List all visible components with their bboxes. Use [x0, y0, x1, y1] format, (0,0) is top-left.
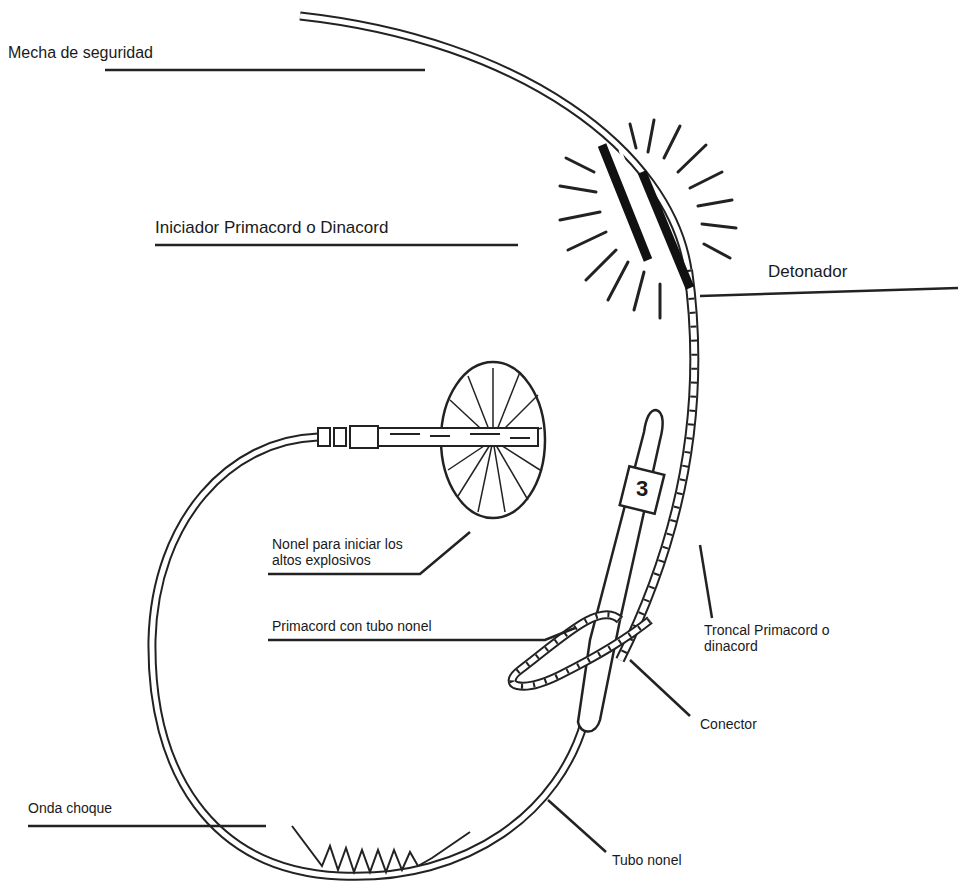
part-label: Conector: [700, 716, 757, 732]
primacord-loop: [512, 615, 650, 687]
part-label: Nonel para iniciar los altos explosivos: [272, 536, 422, 568]
part-label: Iniciador Primacord o Dinacord: [155, 218, 388, 238]
part-label: Onda choque: [28, 800, 112, 816]
part-label: Tubo nonel: [612, 852, 682, 868]
detonator: [602, 145, 690, 288]
connector: [578, 410, 664, 732]
leader-lines: [28, 70, 958, 852]
part-label: Troncal Primacord o dinacord: [704, 622, 844, 654]
nonel-detonator: [318, 426, 538, 448]
burst-lines: [560, 120, 736, 318]
part-label: Detonador: [768, 262, 847, 282]
part-label: Mecha de seguridad: [8, 44, 153, 62]
trunk-cord: [620, 270, 694, 660]
callout-number: 3: [628, 476, 656, 501]
part-label: Primacord con tubo nonel: [272, 618, 432, 634]
shock-wave: [292, 826, 470, 872]
